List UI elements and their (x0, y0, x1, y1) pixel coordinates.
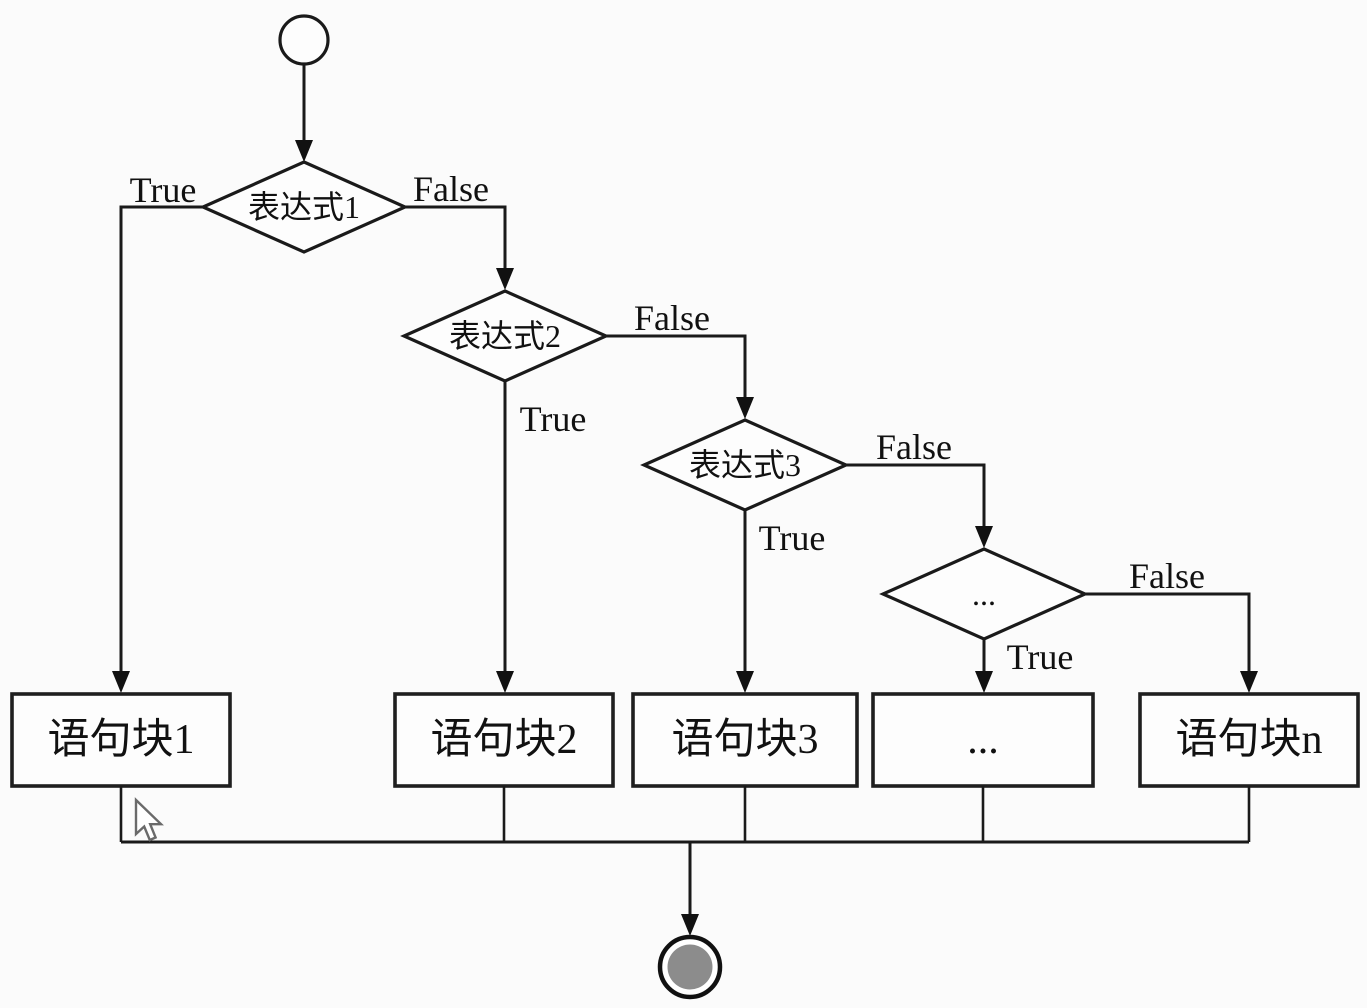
arrowhead-into-decision3 (736, 397, 754, 419)
decision3-true-label: True (759, 518, 826, 558)
edge-decision4-false (1085, 592, 1251, 673)
edge-decision1-true (119, 205, 203, 673)
edge-decision1-false (405, 205, 507, 270)
decision4-false-label: False (1129, 556, 1205, 596)
decision2-label: 表达式2 (449, 318, 561, 354)
mouse-cursor-icon (134, 797, 164, 842)
block4-label: ... (967, 717, 999, 763)
arrowhead-into-decision1 (295, 140, 313, 162)
arrowhead-into-end (681, 914, 699, 936)
edge-decision3-false (846, 463, 986, 528)
arrowhead-into-decision4 (975, 526, 993, 548)
start-node (278, 14, 330, 66)
blockn-label: 语句块n (1175, 717, 1322, 763)
arrowhead-into-decision2 (496, 268, 514, 290)
arrowhead-into-blockn (1240, 671, 1258, 693)
decision1-diamond (199, 160, 409, 254)
block1-label: 语句块1 (47, 717, 194, 763)
arrowhead-into-block2 (496, 671, 514, 693)
arrowhead-into-block1 (112, 671, 130, 693)
end-node-inner (667, 944, 713, 990)
decision2-false-label: False (634, 298, 710, 338)
decision1-false-label: False (413, 169, 489, 209)
block1-rect (10, 692, 232, 788)
decision3-false-label: False (876, 427, 952, 467)
edge-decision2-false (606, 334, 747, 399)
decision3-label: 表达式3 (689, 447, 801, 483)
decision1-true-label: True (130, 170, 197, 210)
block4-rect (871, 692, 1095, 788)
arrowhead-into-block3 (736, 671, 754, 693)
block3-rect (631, 692, 859, 788)
decision1-label: 表达式1 (248, 189, 360, 225)
decision4-label: ... (972, 576, 996, 612)
decision4-true-label: True (1007, 637, 1074, 677)
decision2-true-label: True (520, 399, 587, 439)
block2-label: 语句块2 (430, 717, 577, 763)
block3-label: 语句块3 (671, 717, 818, 763)
blockn-rect (1138, 692, 1360, 788)
arrowhead-into-block4 (975, 671, 993, 693)
